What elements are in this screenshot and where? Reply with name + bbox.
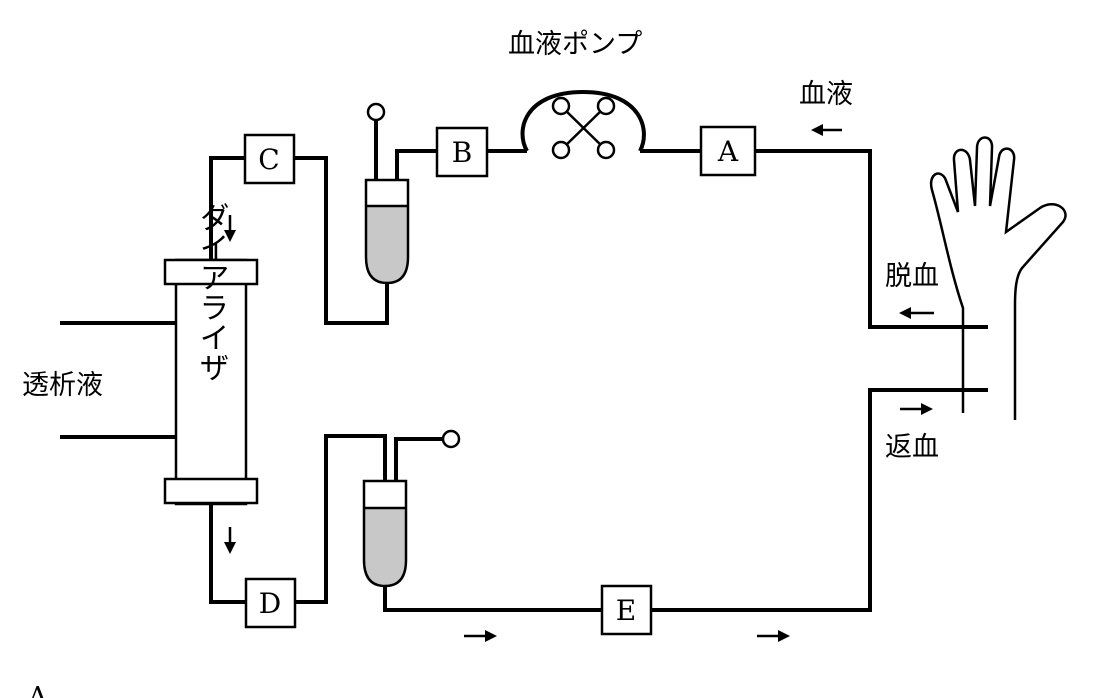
arrow-left-icon xyxy=(899,307,934,319)
arterial-line-patient xyxy=(755,149,988,329)
blood-return-label: 返血 xyxy=(885,432,939,463)
blood-removal-label: 脱血 xyxy=(885,261,939,292)
hand-icon xyxy=(929,136,1067,420)
dialysate-label: 透析液 xyxy=(22,370,103,401)
dialyzer-label: ダイアライザ xyxy=(194,202,229,382)
arrow-left-icon xyxy=(811,124,842,136)
box-c: C xyxy=(243,133,296,185)
box-d: D xyxy=(244,577,297,629)
blood-label: 血液 xyxy=(799,79,853,110)
box-b: B xyxy=(435,126,489,178)
dialyzer xyxy=(163,258,259,506)
arrow-right-icon xyxy=(464,630,497,642)
arterial-line-c-dialyzer xyxy=(209,156,245,260)
stray-mark-label: A xyxy=(27,682,48,698)
arrow-right-icon xyxy=(900,403,933,415)
venous-drip-chamber xyxy=(362,429,461,588)
box-a-label: A xyxy=(717,135,739,168)
arrow-down-icon xyxy=(224,527,236,554)
venous-line-d-chamber xyxy=(295,434,387,604)
venous-line-dialyzer-d xyxy=(209,504,246,604)
box-e: E xyxy=(600,584,653,636)
arrow-down-icon xyxy=(224,215,236,242)
arterial-line-b-chamber xyxy=(395,149,437,180)
arterial-line-chamber-c xyxy=(294,156,389,325)
arterial-drip-chamber xyxy=(364,102,410,285)
box-c-label: C xyxy=(258,143,279,176)
box-d-label: D xyxy=(259,587,281,620)
box-a: A xyxy=(699,125,757,177)
blood-pump-label: 血液ポンプ xyxy=(508,29,642,60)
box-b-label: B xyxy=(452,136,473,169)
blood-pump xyxy=(520,89,646,160)
venous-line-chamber-e xyxy=(383,586,602,612)
box-e-label: E xyxy=(616,594,636,627)
arrow-right-icon xyxy=(757,630,790,642)
venous-line-e-patient xyxy=(651,388,988,612)
